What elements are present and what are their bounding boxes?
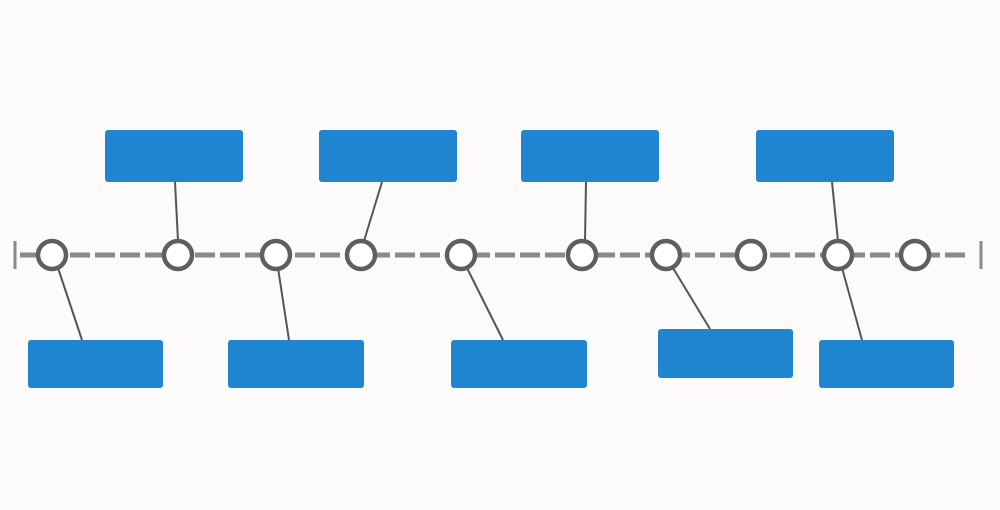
timeline-node — [821, 238, 855, 272]
top-event-box — [756, 130, 894, 182]
connector-line — [466, 267, 504, 341]
timeline-node — [344, 238, 378, 272]
timeline-node — [161, 238, 195, 272]
bottom-event-box — [228, 340, 364, 388]
timeline-node — [649, 238, 683, 272]
timeline-node — [734, 238, 768, 272]
bottom-event-box — [451, 340, 587, 388]
connector-line — [672, 267, 711, 330]
event-box-rect — [105, 130, 243, 182]
connector-line — [841, 267, 863, 341]
top-event-box — [105, 130, 243, 182]
event-box-rect — [28, 340, 163, 388]
timeline-node — [259, 238, 293, 272]
timeline-node — [565, 238, 599, 272]
event-box-rect — [319, 130, 457, 182]
timeline-node — [444, 238, 478, 272]
top-event-box — [521, 130, 659, 182]
event-box-rect — [658, 329, 793, 378]
event-box-rect — [521, 130, 659, 182]
top-event-box — [319, 130, 457, 182]
event-box-rect — [756, 130, 894, 182]
connector-line — [831, 181, 839, 242]
connector-line — [57, 267, 83, 341]
bottom-event-box — [658, 329, 793, 378]
event-box-rect — [819, 340, 954, 388]
timeline-node — [35, 238, 69, 272]
bottom-event-box — [819, 340, 954, 388]
timeline-node — [898, 238, 932, 272]
event-box-rect — [228, 340, 364, 388]
event-box-rect — [451, 340, 587, 388]
connector-line — [584, 181, 587, 242]
connector-line — [174, 181, 179, 242]
connector-line — [363, 181, 383, 242]
bottom-event-box — [28, 340, 163, 388]
connector-line — [277, 267, 290, 341]
